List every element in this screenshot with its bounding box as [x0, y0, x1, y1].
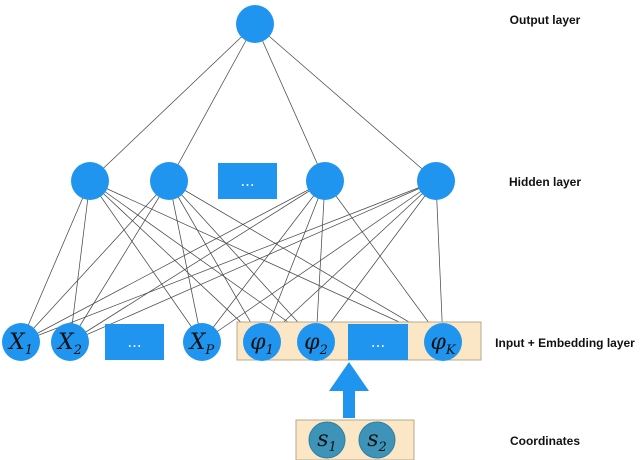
hidden-node [417, 162, 455, 200]
input-embedding-layer-label: Input + Embedding layer [495, 336, 635, 350]
input-node-x2: X2 [51, 323, 89, 361]
hidden-node [306, 162, 344, 200]
coordinate-node-s1: s1 [308, 421, 346, 459]
input-node-x1: X1 [2, 323, 40, 361]
hidden-node [150, 162, 188, 200]
input-ellipsis: ... [127, 333, 141, 351]
svg-text:φ2: φ2 [304, 330, 328, 358]
embedding-node-phi1: φ1 [243, 323, 281, 361]
input-ellipsis-box [105, 324, 164, 360]
svg-text:XP: XP [188, 330, 215, 358]
output-node [236, 5, 274, 43]
output-edges [89, 23, 437, 182]
svg-text:X2: X2 [56, 330, 82, 358]
coordinate-node-s2: s2 [358, 421, 396, 459]
svg-text:φK: φK [430, 330, 456, 358]
hidden-layer-label: Hidden layer [509, 175, 581, 189]
svg-text:s1: s1 [317, 427, 337, 455]
coordinates-label: Coordinates [510, 434, 580, 448]
svg-text:φ1: φ1 [250, 330, 274, 358]
embedding-ellipsis: ... [371, 333, 385, 351]
up-arrow-icon [329, 362, 369, 391]
svg-text:X1: X1 [7, 330, 33, 358]
embedding-node-phik: φK [424, 323, 462, 361]
svg-text:s2: s2 [367, 427, 387, 455]
hidden-node [71, 162, 109, 200]
hidden-ellipsis-box [218, 163, 277, 199]
hidden-edges [20, 180, 444, 343]
output-layer-label: Output layer [510, 13, 581, 27]
embedding-node-phi2: φ2 [297, 323, 335, 361]
arrow-shaft [343, 390, 355, 418]
embedding-ellipsis-box [348, 324, 408, 360]
input-node-xp: XP [183, 323, 221, 361]
hidden-ellipsis: ... [240, 172, 254, 190]
